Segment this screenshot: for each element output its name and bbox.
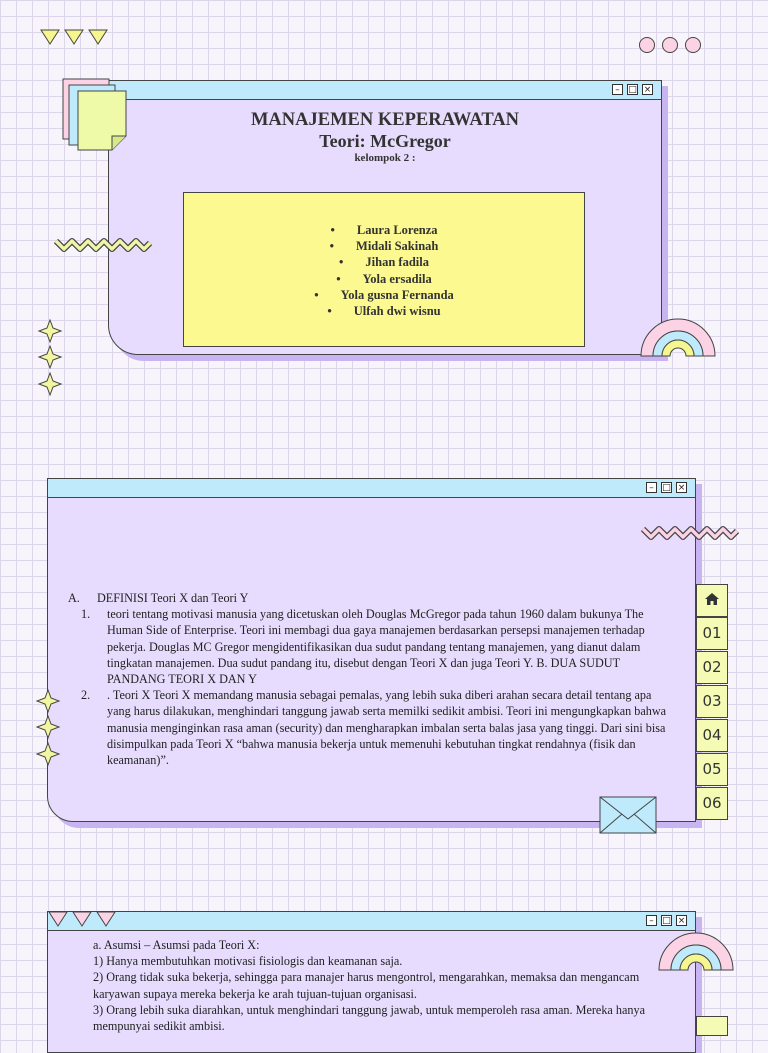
members-box: Laura Lorenza Midali Sakinah Jihan fadil… [183,192,585,347]
item-text: . Teori X Teori X memandang manusia seba… [107,688,667,768]
triangle-decoration-icon [48,911,116,927]
page-subtitle: Teori: McGregor [319,131,451,151]
heading-text: DEFINISI Teori X dan Teori Y [97,591,249,605]
minimize-button[interactable]: – [612,84,623,95]
section-heading: A. DEFINISI Teori X dan Teori Y [68,590,678,606]
sparkle-decoration-icon [35,688,61,767]
nav-item-02[interactable]: 02 [696,651,728,684]
circles-decoration-icon [639,37,701,53]
rainbow-decoration-icon [640,318,716,357]
heading-marker: A. [68,591,80,605]
maximize-button[interactable]: □ [627,84,638,95]
definition-content: A. DEFINISI Teori X dan Teori Y 1. teori … [68,590,678,768]
assumptions-content: a. Asumsi – Asumsi pada Teori X: 1) Hany… [93,937,648,1034]
list-item: Midali Sakinah [184,238,584,254]
maximize-button[interactable]: □ [661,915,672,926]
list-item: 1) Hanya membutuhkan motivasi fisiologis… [93,954,403,969]
zigzag-decoration-icon [641,526,739,540]
item-text: teori tentang motivasi manusia yang dice… [107,607,645,687]
triangle-decoration-icon [40,29,108,45]
minimize-button[interactable]: – [646,915,657,926]
close-button[interactable]: × [676,482,687,493]
rainbow-decoration-icon [658,932,734,971]
window-titlebar: – □ × [109,81,661,100]
close-button[interactable]: × [676,915,687,926]
home-icon [705,593,719,605]
list-item: a. Asumsi – Asumsi pada Teori X: [93,938,260,952]
page-title: MANAJEMEN KEPERAWATAN [250,110,520,130]
title-slide-window: – □ × MANAJEMEN KEPERAWATAN Teori: McGre… [108,80,662,355]
nav-item-01[interactable]: 01 [696,617,728,650]
definition-slide-window: – □ × A. DEFINISI Teori X dan Teori Y 1. … [47,478,696,822]
nav-item-04[interactable]: 04 [696,719,728,752]
item-number: 2. [81,688,91,703]
list-item: 3) Orang lebih suka diarahkan, untuk men… [93,1002,645,1034]
list-item: 1. teori tentang motivasi manusia yang d… [68,606,678,687]
nav-home-button[interactable] [696,1016,728,1036]
nav-item-03[interactable]: 03 [696,685,728,718]
item-number: 1. [81,607,91,622]
zigzag-decoration-icon [54,238,153,252]
list-item: Laura Lorenza [184,222,584,238]
envelope-icon [599,796,657,834]
list-item: 2. . Teori X Teori X memandang manusia s… [68,687,678,768]
members-list: Laura Lorenza Midali Sakinah Jihan fadil… [184,222,584,319]
list-item: Yola ersadila [184,271,584,287]
nav-home-button[interactable] [696,584,728,617]
list-item: 2) Orang tidak suka bekerja, sehingga pa… [93,970,640,1001]
maximize-button[interactable]: □ [661,482,672,493]
nav-item-06[interactable]: 06 [696,787,728,820]
list-item: Jihan fadila [184,254,584,270]
group-label: kelompok 2 : [354,152,416,164]
assumptions-slide-window: – □ × a. Asumsi – Asumsi pada Teori X: 1… [47,911,696,1053]
nav-item-05[interactable]: 05 [696,753,728,786]
close-button[interactable]: × [642,84,653,95]
sparkle-decoration-icon [37,318,63,397]
minimize-button[interactable]: – [646,482,657,493]
list-item: Yola gusna Fernanda [184,287,584,303]
sticky-note-icon [62,78,127,151]
window-titlebar: – □ × [48,912,695,931]
window-titlebar: – □ × [48,479,695,498]
list-item: Ulfah dwi wisnu [184,303,584,319]
